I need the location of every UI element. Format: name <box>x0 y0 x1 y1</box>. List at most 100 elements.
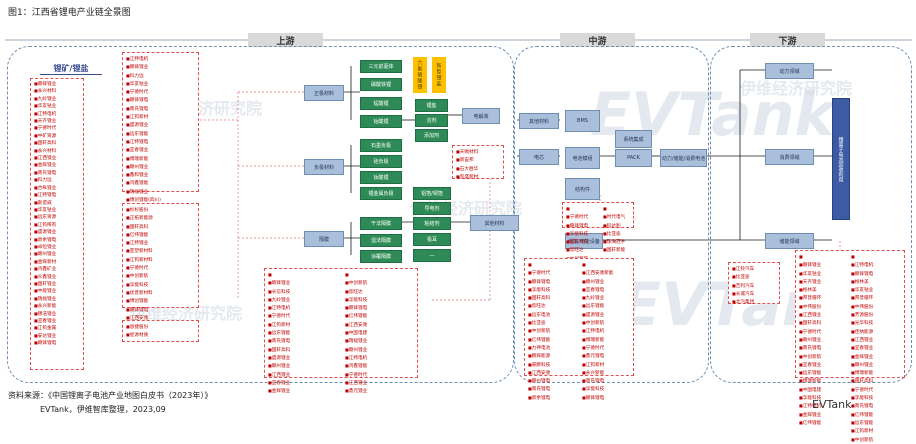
downstream-company-item: 华友钴业 <box>799 270 821 278</box>
mid-company-item: 比亚迪 <box>603 230 625 238</box>
material-company-item: 南氏锂电 <box>268 337 290 345</box>
lithium-company-item: 远东资源 <box>34 214 80 221</box>
cathode-company-item: 华友钴业 <box>126 80 195 88</box>
lithium-company-item: 永兴材料 <box>34 148 80 155</box>
figure-title: 图1：江西省锂电产业链全景图 <box>8 8 131 18</box>
anode-company-item: 中创新航 <box>126 272 195 280</box>
lithium-company-item: 华友钴业 <box>34 103 80 110</box>
downstream-company-item: 宜春锂业 <box>851 344 873 352</box>
stage-upstream: 上游 <box>248 33 323 47</box>
lithium-company-item: 合纵锂业 <box>34 185 80 192</box>
system-integration-box: 系统集成 <box>615 130 652 148</box>
downstream-company-item: 佳纳能源 <box>851 328 873 336</box>
lithium-company-item: 科力远 <box>34 177 80 184</box>
downstream-company-item: 赣锋锂业 <box>799 261 821 269</box>
material-company-item: 江西锂业 <box>345 379 367 387</box>
downstream-company-item: 赣州锂业 <box>851 361 873 369</box>
mid-company-item: 国轩高科 <box>528 294 550 302</box>
electrolyte-company-item: 新宙邦 <box>456 156 500 164</box>
cathode-company-item: 赣锋锂电 <box>126 96 195 104</box>
downstream-company-item: 孚能科技 <box>851 394 873 402</box>
material-company-item: 欣旺达 <box>345 288 367 296</box>
mid-company-item: 中创新航 <box>528 327 550 335</box>
anode-company-item: 亿纬锂能 <box>126 231 195 239</box>
downstream-company-item: 亿纬锂能 <box>799 419 821 427</box>
cathode-company-item: 盛源锂业 <box>126 121 195 129</box>
lithium-company-item: 宁德时代 <box>34 125 80 132</box>
mid-company-item: 江特电机 <box>582 327 613 335</box>
downstream-company-list: 赣锋锂业华友钴业天齐锂业格林美邦普循环中伟股份江西锂业国轩高科宁德时代赣州锂业南… <box>795 250 905 443</box>
mid-materials-box: 其他材料 <box>519 113 559 129</box>
lithium-salt-box: 六氟磷酸锂 <box>413 57 427 93</box>
downstream-company-item: 国轩高科 <box>851 377 873 385</box>
cathode-company-item: 远东锂能 <box>126 130 195 138</box>
mid-company-item: 新余锂电 <box>528 394 550 402</box>
downstream-company-item: 亿纬锂能 <box>851 411 873 419</box>
cathode-company-item: 江特电机 <box>126 55 195 63</box>
material-company-item: 江特电机 <box>268 304 290 312</box>
stage-downstream: 下游 <box>750 33 825 47</box>
downstream-company-item: 江特电机 <box>851 261 873 269</box>
anode-company-item: 江钨新材料 <box>126 256 195 264</box>
downstream-company-item: 宜春锂业 <box>799 361 821 369</box>
material-company-item: 远东锂能 <box>268 329 290 337</box>
material-company-item: 江钨新材 <box>268 321 290 329</box>
lithium-company-item: 江钨稀有 <box>34 222 80 229</box>
separator-box: 隔膜 <box>304 231 344 247</box>
cathode-company-item: 科力远 <box>126 72 195 80</box>
downstream-company-item: 格林美 <box>799 286 821 294</box>
lithium-company-item: 赣锋锂电 <box>34 340 80 347</box>
anode-type-box: 硅负极 <box>360 155 402 168</box>
mid-company-item: 豪鹏科技 <box>528 361 550 369</box>
mid-company-item: 力神电池 <box>528 344 550 352</box>
mid-company-item: 国轩高科 <box>566 238 588 246</box>
downstream-company-item: 国轩高科 <box>799 319 821 327</box>
lithium-company-item: 南氏锂电 <box>34 170 80 177</box>
material-company-item: 九岭锂业 <box>268 296 290 304</box>
material-company-item: 瑞福锂业 <box>345 337 367 345</box>
power-battery-box: 动力/储能/消费电池 <box>660 149 707 167</box>
material-company-item: 江西锂业 <box>268 371 290 379</box>
cathode-company-list: 江特电机赣锋锂业科力远华友钴业宁德时代赣锋锂电南氏锂电江钨新材盛源锂业远东锂能江… <box>122 52 199 211</box>
electrolyte-company-item: 石大胜华 <box>456 165 500 173</box>
lithium-company-item: 盛源锂业 <box>34 229 80 236</box>
lithium-company-item: 中矿资源 <box>34 133 80 140</box>
mid-company-item: 宁德时代 <box>528 269 550 277</box>
material-company-item: 宁德时代 <box>345 371 367 379</box>
anode-company-item: 星源材质 <box>126 331 195 339</box>
pack-box: PACK <box>615 149 652 167</box>
electrolyte-box: 电解液 <box>462 108 500 124</box>
mid-company-item: 国轩新能 <box>603 246 625 254</box>
anode-type-box: 钛酸锂 <box>360 171 402 184</box>
downstream-company-item: 金辉锂业 <box>851 353 873 361</box>
downstream-company-item: 南氏锂电 <box>799 344 821 352</box>
auto-company-item: 江铃汽车 <box>732 265 776 273</box>
mid-company-item: 江钨新材 <box>582 361 613 369</box>
material-company-item: 鸿鑫锂能 <box>345 362 367 370</box>
cathode-company-item: 江特锂电 <box>126 138 195 146</box>
cathode-company-item: 博瑞新能 <box>126 155 195 163</box>
recycle-vertical-box: 锂离子电池回收利用 <box>832 98 850 220</box>
mid-company-item: 赣州锂业 <box>582 278 613 286</box>
upstream-region <box>7 46 514 383</box>
downstream-company-item: 江钨新材 <box>851 427 873 435</box>
material-company-item: 盛源锂业 <box>268 354 290 362</box>
lithium-company-item: 宜春锂业 <box>34 318 80 325</box>
cathode-type-box: 磷酸铁锂 <box>360 78 402 91</box>
material-company-item: 金辉锂业 <box>268 387 290 395</box>
lithium-company-item: 九岭锂业 <box>34 96 80 103</box>
mid-company-item: 远东锂能 <box>582 302 613 310</box>
material-company-item: 鼎元锂业 <box>345 387 367 395</box>
material-company-item: 宁德时代 <box>268 312 290 320</box>
lithium-company-item: 斯诺威 <box>34 200 80 207</box>
downstream-company-item: 赣锋锂电 <box>851 270 873 278</box>
anode-company-item: 孚能科技 <box>126 281 195 289</box>
battery-materials-box: 其他材料 <box>470 215 519 231</box>
mid-company-item: 珠海冠宇 <box>603 238 625 246</box>
mid-company-item: 宁德时代 <box>566 213 588 221</box>
material-company-item: 中创新航 <box>345 279 367 287</box>
electrolyte-input-box: 添加剂 <box>415 129 448 142</box>
mid-company-item: 赣锋锂电 <box>528 278 550 286</box>
mid-company-item: 欣旺达 <box>528 302 550 310</box>
electrolyte-company-item: 天赐材料 <box>456 148 500 156</box>
